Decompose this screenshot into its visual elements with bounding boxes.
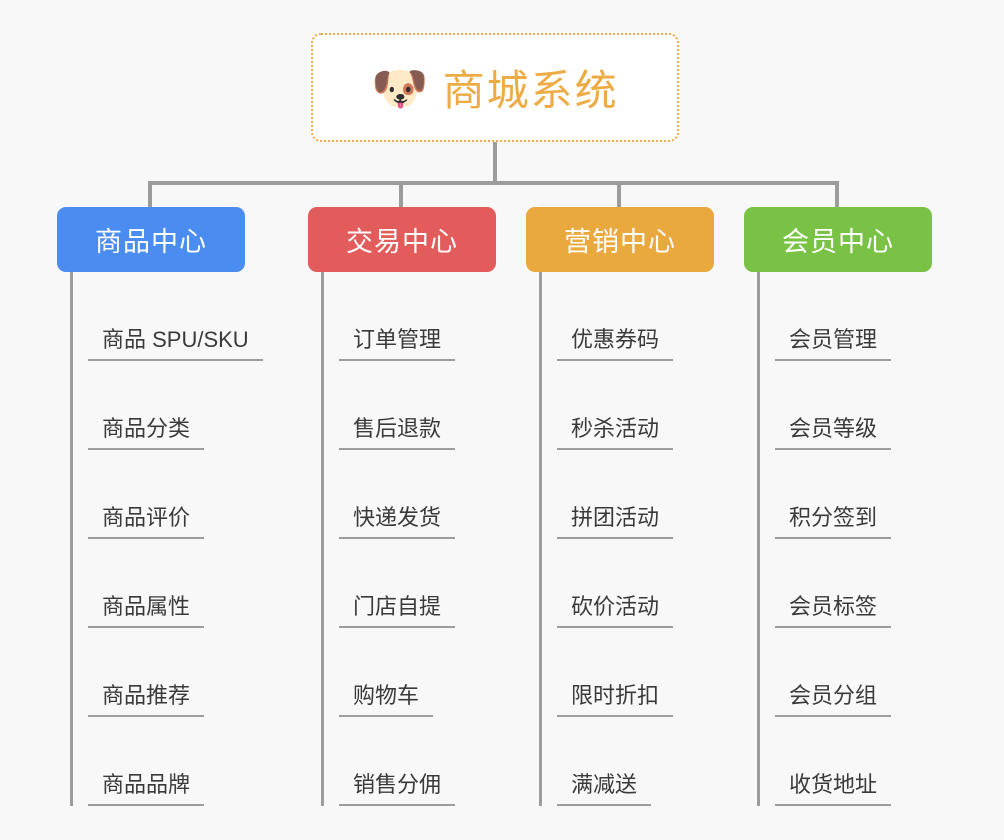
leaf-label: 商品分类 (88, 416, 205, 450)
list-item[interactable]: 商品评价 (88, 450, 318, 539)
leaf-list-member-center: 会员管理 会员等级 积分签到 会员标签 会员分组 收货地址 (757, 272, 1004, 806)
connector-root-stem (493, 142, 497, 184)
leaf-list-marketing-center: 优惠券码 秒杀活动 拼团活动 砍价活动 限时折扣 满减送 (539, 272, 787, 806)
leaf-label: 会员等级 (775, 416, 892, 450)
branch-marketing-center: 营销中心 优惠券码 秒杀活动 拼团活动 砍价活动 限时折扣 满减送 (526, 207, 787, 806)
list-item[interactable]: 会员等级 (775, 361, 1004, 450)
branch-trade-center: 交易中心 订单管理 售后退款 快递发货 门店自提 购物车 销售分佣 (308, 207, 569, 806)
leaf-label: 订单管理 (339, 327, 456, 361)
leaf-label: 积分签到 (775, 505, 892, 539)
list-item[interactable]: 会员分组 (775, 628, 1004, 717)
branch-member-center: 会员中心 会员管理 会员等级 积分签到 会员标签 会员分组 收货地址 (744, 207, 1004, 806)
leaf-label: 砍价活动 (557, 594, 674, 628)
dog-face-icon: 🐶 (371, 61, 429, 114)
leaf-label: 收货地址 (775, 772, 892, 806)
category-header-label: 交易中心 (346, 227, 458, 257)
leaf-label: 会员管理 (775, 327, 892, 361)
connector-horizontal-bus (148, 181, 838, 185)
leaf-list-product-center: 商品 SPU/SKU 商品分类 商品评价 商品属性 商品推荐 商品品牌 (70, 272, 318, 806)
list-item[interactable]: 会员标签 (775, 539, 1004, 628)
list-item[interactable]: 购物车 (339, 628, 569, 717)
leaf-label: 销售分佣 (339, 772, 456, 806)
leaf-label: 购物车 (339, 683, 434, 717)
list-item[interactable]: 快递发货 (339, 450, 569, 539)
leaf-label: 满减送 (557, 772, 652, 806)
list-item[interactable]: 商品 SPU/SKU (88, 272, 318, 361)
leaf-label: 商品品牌 (88, 772, 205, 806)
list-item[interactable]: 销售分佣 (339, 717, 569, 806)
list-item[interactable]: 优惠券码 (557, 272, 787, 361)
list-item[interactable]: 商品推荐 (88, 628, 318, 717)
list-item[interactable]: 拼团活动 (557, 450, 787, 539)
leaf-label: 秒杀活动 (557, 416, 674, 450)
list-item[interactable]: 售后退款 (339, 361, 569, 450)
root-node-shop-system[interactable]: 🐶 商城系统 (311, 33, 679, 142)
connector-drop-4 (835, 181, 839, 209)
list-item[interactable]: 门店自提 (339, 539, 569, 628)
connector-drop-1 (148, 181, 152, 209)
connector-drop-3 (617, 181, 621, 209)
leaf-label: 限时折扣 (557, 683, 674, 717)
category-header-trade-center[interactable]: 交易中心 (308, 207, 496, 272)
list-item[interactable]: 砍价活动 (557, 539, 787, 628)
category-header-label: 营销中心 (564, 227, 676, 257)
list-item[interactable]: 秒杀活动 (557, 361, 787, 450)
leaf-label: 门店自提 (339, 594, 456, 628)
category-header-product-center[interactable]: 商品中心 (57, 207, 245, 272)
list-item[interactable]: 满减送 (557, 717, 787, 806)
list-item[interactable]: 订单管理 (339, 272, 569, 361)
category-header-label: 商品中心 (95, 227, 207, 257)
leaf-label: 商品属性 (88, 594, 205, 628)
category-header-member-center[interactable]: 会员中心 (744, 207, 932, 272)
leaf-list-trade-center: 订单管理 售后退款 快递发货 门店自提 购物车 销售分佣 (321, 272, 569, 806)
leaf-label: 优惠券码 (557, 327, 674, 361)
list-item[interactable]: 积分签到 (775, 450, 1004, 539)
list-item[interactable]: 收货地址 (775, 717, 1004, 806)
list-item[interactable]: 会员管理 (775, 272, 1004, 361)
leaf-label: 商品推荐 (88, 683, 205, 717)
list-item[interactable]: 商品品牌 (88, 717, 318, 806)
leaf-label: 拼团活动 (557, 505, 674, 539)
leaf-label: 商品 SPU/SKU (88, 327, 263, 361)
list-item[interactable]: 商品属性 (88, 539, 318, 628)
category-header-label: 会员中心 (782, 227, 894, 257)
leaf-label: 售后退款 (339, 416, 456, 450)
connector-drop-2 (399, 181, 403, 209)
leaf-label: 会员标签 (775, 594, 892, 628)
branch-product-center: 商品中心 商品 SPU/SKU 商品分类 商品评价 商品属性 商品推荐 商品品牌 (57, 207, 318, 806)
category-header-marketing-center[interactable]: 营销中心 (526, 207, 714, 272)
list-item[interactable]: 限时折扣 (557, 628, 787, 717)
list-item[interactable]: 商品分类 (88, 361, 318, 450)
leaf-label: 商品评价 (88, 505, 205, 539)
leaf-label: 快递发货 (339, 505, 456, 539)
root-node-title: 商城系统 (442, 67, 619, 114)
leaf-label: 会员分组 (775, 683, 892, 717)
